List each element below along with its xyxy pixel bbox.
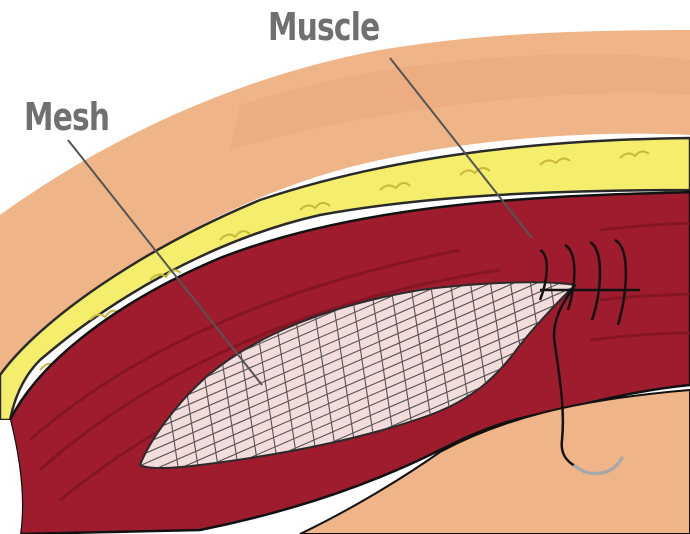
suture-thread bbox=[552, 284, 577, 468]
skin-layer-upper bbox=[0, 30, 690, 375]
skin-shading bbox=[230, 53, 690, 150]
needle bbox=[573, 456, 624, 476]
suture-stitches bbox=[538, 238, 640, 326]
muscle-label: Muscle bbox=[268, 5, 380, 49]
fat-layer bbox=[0, 136, 690, 422]
muscle-leader-line bbox=[389, 57, 533, 239]
mesh-patch bbox=[138, 281, 578, 469]
lower-left-background bbox=[0, 420, 22, 534]
mesh-leader-line bbox=[67, 139, 263, 386]
mesh-label: Mesh bbox=[24, 95, 110, 139]
